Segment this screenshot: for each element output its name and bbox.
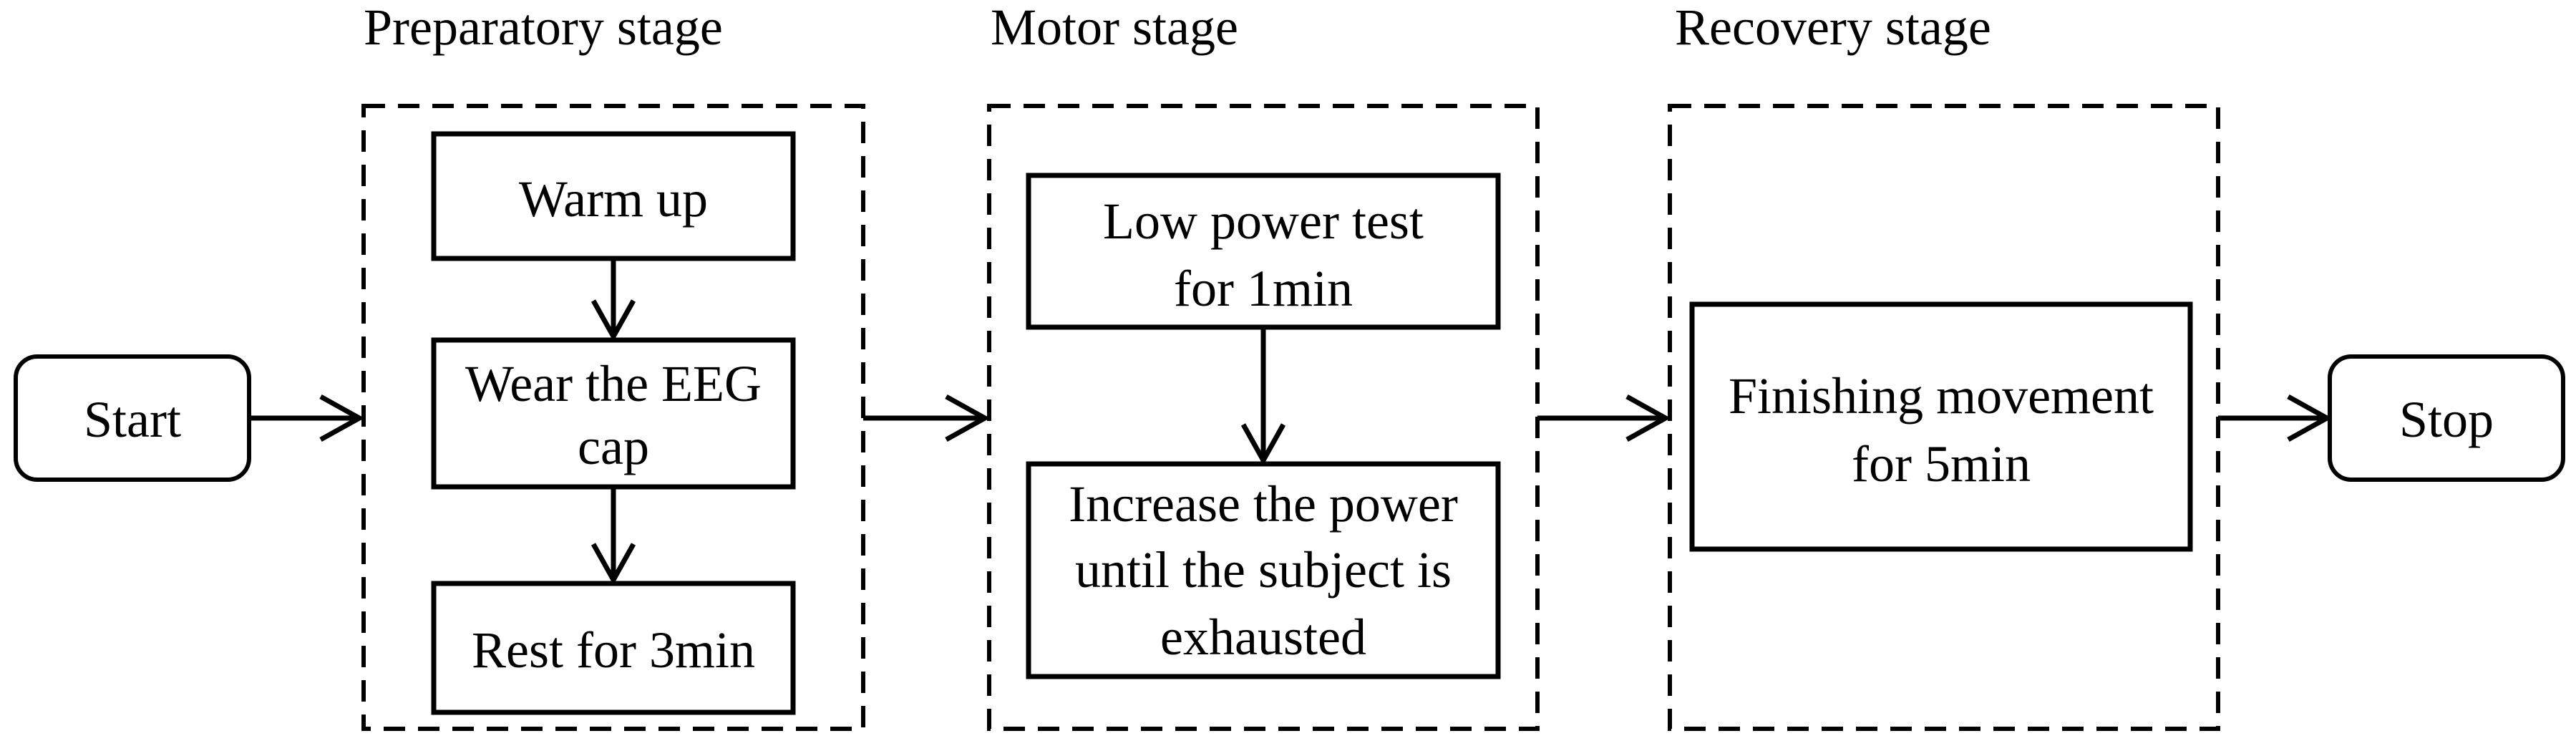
recovery-stage-title: Recovery stage (1675, 0, 1991, 56)
arrow-wear-cap-to-rest (590, 487, 636, 586)
step-increase-power-line-2: until the subject is (1075, 541, 1452, 599)
step-rest-label: Rest for 3min (472, 621, 755, 679)
stop-label: Stop (2399, 391, 2494, 448)
arrow-warm-up-to-wear-cap (590, 258, 636, 342)
step-increase-power-line-1: Increase the power (1069, 475, 1458, 533)
step-finishing-movement-line-1: Finishing movement (1729, 367, 2154, 425)
arrow-start-to-preparatory (249, 394, 365, 442)
arrow-motor-to-recovery (1537, 394, 1671, 442)
preparatory-stage-title: Preparatory stage (364, 0, 723, 56)
step-wear-eeg-cap-line-1: Wear the EEG (465, 355, 762, 412)
step-finishing-movement (1689, 301, 2193, 552)
arrow-preparatory-to-motor (863, 394, 991, 442)
step-increase-power (1026, 461, 1501, 679)
arrow-recovery-to-stop (2218, 394, 2333, 442)
step-warm-up (431, 131, 796, 261)
start-label: Start (84, 391, 181, 448)
step-warm-up-label: Warm up (519, 170, 708, 228)
step-wear-eeg-cap-line-2: cap (578, 418, 649, 475)
step-low-power-test-line-1: Low power test (1103, 193, 1424, 250)
arrow-low-power-to-increase-power (1240, 327, 1286, 466)
step-increase-power-line-3: exhausted (1160, 609, 1366, 666)
motor-stage-title: Motor stage (991, 0, 1238, 56)
step-finishing-movement-line-2: for 5min (1852, 435, 2031, 493)
step-low-power-test-line-2: for 1min (1174, 260, 1353, 317)
